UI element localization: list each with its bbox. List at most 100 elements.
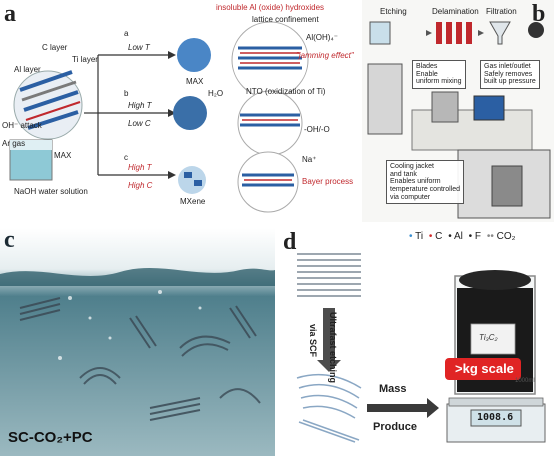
layer-stripes [19,70,81,130]
cooling-line-2: Enables uniform [390,178,441,186]
route-b-condition-2: Low C [128,119,151,128]
mass-label: Mass [379,383,407,395]
panel-b-label: b [532,1,546,27]
cooling-line-3: temperature controlled [390,186,461,194]
aloh-label: Al(OH)₄⁻ [306,33,338,42]
route-c-condition-2: High C [128,181,153,190]
blades-title: Blades [416,63,438,70]
route-a-letter: a [124,29,129,38]
reactor-bench [411,109,533,151]
panel-a: a C layer Ti layer Al layer OH⁻ attack A… [0,0,360,222]
route-a-product: MAX [186,77,204,86]
panel-d: d • Ti • C • Al • F •• CO₂ Ultrafast etc… [279,228,554,456]
centrifuge-tubes [436,22,472,44]
legend-al: Al [453,231,463,242]
route-b-condition-1: High T [128,101,152,110]
beaker-label: Ti₃C₂ [479,333,498,342]
scale-display [470,409,522,427]
via-scf-label: via SCF [308,324,318,358]
exfoliated-mxene [296,373,362,443]
cooling-callout: Cooling jacket and tank Enables uniform … [386,160,465,205]
blades-callout: Blades Enable uniform mixing [412,60,466,90]
filter-funnel [489,21,511,45]
etching-arrow [317,308,341,372]
h2o-label: H₂O [208,89,224,98]
mxene-flakes [19,297,257,421]
zoom-red-layers [240,52,300,181]
zoom-circle-c [237,151,299,213]
panel-d-graphics [296,253,546,443]
blades-line-1: Enable [416,70,438,78]
kg-scale-label: >kg scale [455,361,514,376]
lattice-label: lattice confinement [252,15,319,24]
nto-sphere [173,96,207,130]
etching-vessel [369,21,391,45]
reactor-vessel [431,91,459,123]
panel-b-graphics [367,21,551,219]
scale-reading: 1008.6 [477,412,514,423]
reactor-photo [367,63,403,135]
legend-al-dot: • [448,231,452,242]
water-background [0,228,275,456]
jamming-label: "jamming effect" [296,51,354,60]
scale-plate [448,397,544,407]
legend-co2: CO₂ [496,231,516,242]
al-layer-label: Al layer [14,65,41,74]
step-etching: Etching [380,7,407,16]
legend-ti: Ti [415,231,424,242]
gas-callout: Gas inlet/outlet Safely removes built up… [480,60,540,90]
route-b-letter: b [124,89,129,98]
max-sphere [177,38,211,72]
gas-line-1: Safely removes [484,70,533,78]
step-delamination: Delamination [432,7,479,16]
kg-scale-badge [445,358,521,380]
produce-arrow [367,398,439,418]
legend-c: C [435,231,443,242]
panel-a-graphics [9,21,309,213]
panel-a-label: a [4,1,16,27]
route-c-product: MXene [180,197,206,206]
panel-b: b Etching Delamination Filtration Blades… [362,0,554,222]
beaker-volume: 1000ml [515,378,535,384]
process-arrows [426,30,484,36]
hydroxides-label: insoluble Al (oxide) hydroxides [216,3,325,12]
cooling-line-4: via computer [390,193,431,201]
panel-c-graphics [0,228,275,456]
sc-co2-pc-caption: SC-CO₂+PC [8,429,93,446]
nto-label: NTO (oxidization of Ti) [246,87,326,96]
stacked-max [297,253,361,297]
curved-flakes [79,335,261,404]
element-legend: • Ti • C • Al • F •• CO₂ [409,231,516,243]
ar-gas-label: Ar gas [2,139,26,148]
step-filtration: Filtration [486,7,517,16]
zoom-layers [238,46,302,187]
water-surface [0,268,275,286]
cooling-title: Cooling jacket [390,163,434,170]
max-label-beaker: MAX [54,151,72,160]
zoom-circle-b [237,90,303,156]
panel-d-label: d [283,229,297,255]
gas-title: Gas inlet/outlet [484,63,531,70]
route-c-condition-1: High T [128,163,152,172]
ultrafast-etching-label: Ultrafast etching [328,312,338,384]
hydroxides-text: insoluble Al (oxide) hydroxides [216,3,325,12]
produce-label: Produce [373,421,418,433]
route-c-letter: c [124,153,128,162]
cooling-line-1: and tank [390,170,417,178]
oh-o-label: -OH/-O [304,125,330,134]
blades-line-2: uniform mixing [416,78,462,86]
control-unit [473,95,505,121]
legend-c-dot: • [428,231,433,242]
filter-product [528,22,544,38]
naoh-label: NaOH water solution [14,187,88,196]
gas-line-2: built up pressure [484,78,536,86]
arrow-heads [168,51,176,179]
legend-f: F [474,231,482,242]
panel-c: c SC-CO₂+PC [0,228,275,456]
bayer-label: Bayer process [302,177,354,186]
panel-c-label: c [4,228,15,253]
ti-layer-label: Ti layer [72,55,98,64]
legend-f-dot: • [468,231,473,242]
na-label: Na⁺ [302,155,317,164]
legend-co2-dot: •• [486,231,494,242]
